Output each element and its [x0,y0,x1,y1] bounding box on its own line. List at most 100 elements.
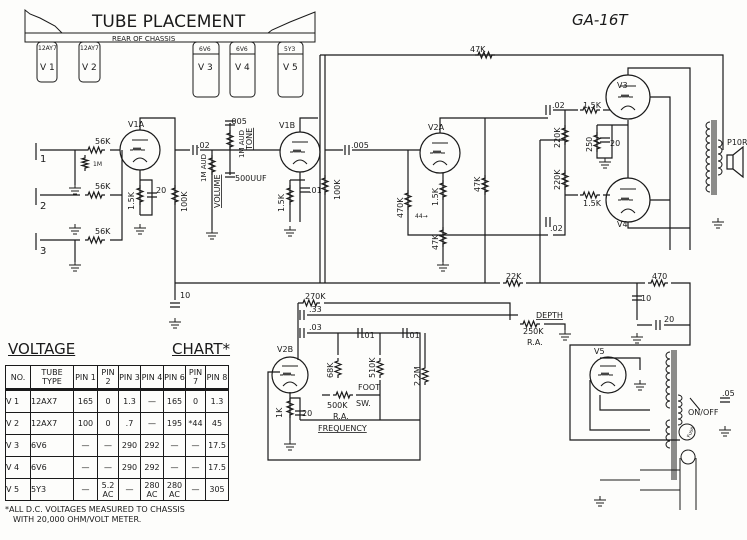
voltage-cell: V 3 [5,434,31,457]
ground-icon [206,229,218,240]
voltage-cell: — [97,434,119,457]
voltage-cell: V 1 [5,389,31,413]
depth-control-label: DEPTH [536,311,563,320]
jack-label: 2 [40,201,46,212]
resistor-label: 1.5K [583,101,602,110]
voltage-cell: 0 [97,412,119,435]
resistor-icon [420,365,430,385]
resistor-icon [300,298,320,308]
capacitor-icon [632,295,642,301]
voltage-cell: — [185,456,206,479]
resistor-icon [170,185,180,205]
voltage-cell: 290 [118,434,141,457]
voltage-cell: — [185,478,206,501]
chassis-outline [24,8,316,34]
voltage-cell: V 5 [5,478,31,501]
voltage-cell: 12AX7 [30,389,74,413]
tube-v2b [271,356,309,394]
tube-electrodes [598,365,616,387]
ground-icon [69,224,81,235]
voltage-cell: *44 [185,412,206,435]
tube-electrodes [130,139,148,163]
resistor-icon [520,319,540,329]
resistor-icon [333,358,343,378]
ground-icon [284,226,296,237]
capacitor-label: 10 [641,294,651,303]
resistor-icon [580,190,600,200]
resistor-icon [85,235,105,245]
voltage-cell: — [163,434,186,457]
tube-electrodes [618,188,636,214]
tube-name-v4: V 4 [235,63,250,73]
wiring [40,54,724,461]
output-transformer [665,120,723,449]
ground-icon [69,184,81,195]
resistor-label: 500K [327,401,348,410]
tube-type-v4: 6V6 [236,46,248,53]
resistor-label: 47K [431,234,440,250]
tube-label: V2B [277,345,293,354]
tube-v1a [119,129,161,171]
resistor-icon [333,390,353,400]
voltage-cell: 6V6 [30,434,74,457]
capacitor-icon [225,120,235,126]
voltage-cell: 280 AC [163,478,186,501]
voltage-cell: 17.5 [205,434,229,457]
voltage-chart-title-right: CHART* [172,340,231,358]
capacitor-icon [147,192,157,198]
footnote-line: *ALL D.C. VOLTAGES MEASURED TO CHASSIS [5,505,185,514]
resistor-label: 56K [95,182,111,191]
capacitor-label: .03 [309,323,322,332]
jack-label: 3 [40,246,46,257]
resistor-icon [503,278,523,288]
tube-socket-v1 [36,41,58,83]
model-title: GA-16T [572,11,629,29]
tube-label: V1A [128,120,145,129]
component-labels: V1A V1B V2A V3 V4 V2B V5 56K 56K 56K 1M … [93,45,735,439]
tube-placement: TUBE PLACEMENT REAR OF CHASSIS 12AY7 12A… [24,8,316,98]
capacitor-label: 10 [180,291,190,300]
tube-v4 [605,177,651,223]
resistor-label: 1M AUD [238,130,246,158]
voltage-cell: 0 [185,389,206,413]
tube-label: V5 [594,347,605,356]
ground-icon [634,380,646,391]
capacitor-label: 20 [156,186,166,195]
capacitor-label: .05 [722,389,735,398]
foot-switch-label: FOOT [358,383,380,392]
resistor-icon [285,398,295,418]
jack-label: 1 [40,154,46,165]
power-switch-icon[interactable] [600,397,701,491]
column-header: PIN 7 [185,365,206,390]
voltage-chart-title: VOLTAGE [8,340,76,358]
resistor-icon [320,175,330,195]
resistor-label: 510K [368,357,377,378]
capacitor-label: 20 [664,315,674,324]
ground-icon [631,333,643,344]
capacitor-icon [225,172,235,178]
capacitor-label: 20 [610,139,620,148]
ground-icon [599,158,611,169]
voltage-cell: 1.3 [118,389,141,413]
capacitor-icon [545,105,551,115]
capacitor-icon [344,145,350,155]
tube-socket-v4 [229,41,256,98]
tube-v3 [605,74,651,120]
capacitor-label: 500UUF [235,174,267,183]
resistor-icon [285,185,295,205]
voltage-cell: 0 [97,389,119,413]
tube-type-v5: 5Y3 [284,46,295,53]
resistor-icon [438,180,448,200]
resistor-label: 220K [553,169,562,190]
column-header: NO. [5,365,31,390]
capacitor-label: .33 [309,305,322,314]
capacitor-icon [295,410,305,416]
capacitor-icon [300,187,310,193]
tube-name-v2: V 2 [82,63,97,73]
resistor-label: 56K [95,227,111,236]
reverse-audio-label: R.A. [527,338,543,347]
tube-name-v1: V 1 [40,63,55,73]
